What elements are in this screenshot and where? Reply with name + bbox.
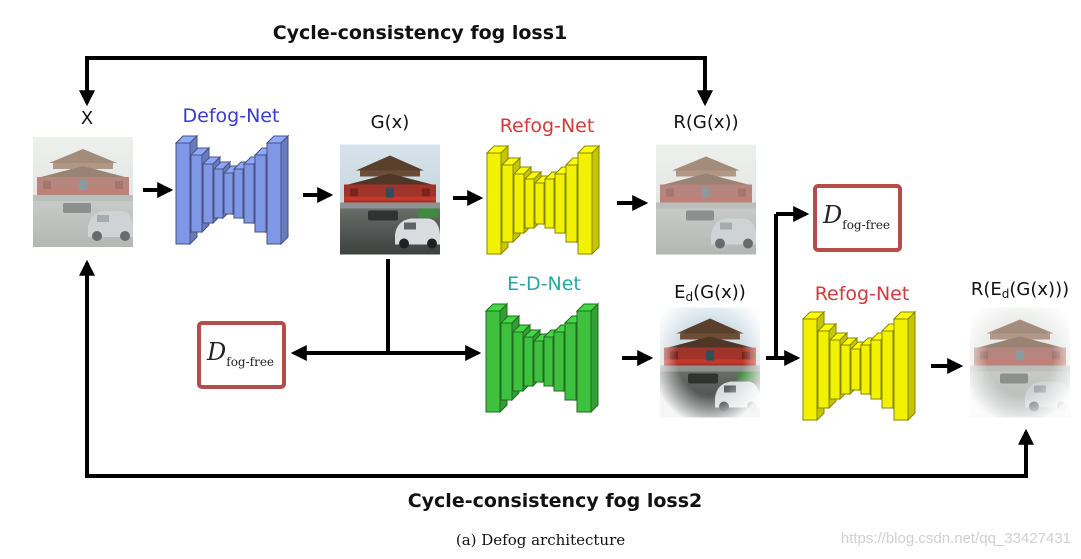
network-layer <box>860 344 871 395</box>
network-layer <box>565 164 578 243</box>
defog-net-label: Defog-Net <box>183 105 280 127</box>
network-layer <box>266 142 282 245</box>
cycle-loss2-label: Cycle-consistency fog loss2 <box>408 490 703 512</box>
network-layer <box>486 152 502 255</box>
refog-net-block-2 <box>801 310 917 422</box>
input-image-x <box>33 137 133 247</box>
network-layer-side <box>907 310 916 422</box>
network-layer <box>802 318 818 421</box>
network-layer <box>576 310 592 413</box>
network-layer <box>202 163 214 224</box>
network-layer <box>501 164 514 243</box>
network-layer <box>513 173 525 234</box>
network-layer <box>254 154 267 233</box>
network-layer <box>554 173 566 234</box>
output-image-redgx <box>970 305 1070 420</box>
refog-net-label-2: Refog-Net <box>815 283 910 305</box>
network-layer <box>893 318 909 421</box>
watermark-url: https://blog.csdn.net/qq_33427431 <box>840 530 1071 547</box>
discriminator-box-top: Dfog-free <box>813 184 902 252</box>
ed-net-label: E-D-Net <box>507 273 581 295</box>
edgx-label: Ed(G(x)) <box>674 282 746 304</box>
network-layer <box>175 142 191 245</box>
cycle-loss1-connector <box>79 56 713 107</box>
network-layer <box>543 336 554 387</box>
network-layer <box>840 344 851 395</box>
network-layer <box>881 330 894 409</box>
network-layer <box>223 172 234 215</box>
flow-arrows <box>143 182 964 374</box>
discriminator-box-left: Dfog-free <box>197 321 286 389</box>
network-layer-side <box>590 302 599 414</box>
gx-label: G(x) <box>371 112 410 133</box>
network-layer-side <box>280 134 289 246</box>
cycle-loss2-connector <box>79 259 1034 478</box>
network-layer <box>485 310 501 413</box>
network-layer <box>243 163 255 224</box>
svg-text:Dfog-free: Dfog-free <box>206 338 274 369</box>
network-layer <box>533 340 544 383</box>
network-layer <box>213 168 224 219</box>
network-layer <box>544 178 555 229</box>
network-layer <box>233 168 244 219</box>
network-layer <box>500 322 513 401</box>
redgx-label: R(Ed(G(x))) <box>971 279 1069 301</box>
network-layer <box>829 339 841 400</box>
network-layer-side <box>591 144 600 256</box>
ed-net-block <box>484 302 600 414</box>
refog-net-label-1: Refog-Net <box>500 115 595 137</box>
output-image-gx <box>340 144 440 255</box>
network-layer <box>534 182 545 225</box>
network-layer <box>870 339 882 400</box>
network-layer <box>817 330 830 409</box>
network-layer <box>564 322 577 401</box>
network-layer <box>524 178 535 229</box>
figure-caption: (a) Defog architecture <box>455 531 626 549</box>
network-layer <box>577 152 593 255</box>
network-layer <box>523 336 534 387</box>
network-layer <box>512 331 524 392</box>
defog-net-block <box>174 134 290 246</box>
svg-text:Dfog-free: Dfog-free <box>822 201 890 232</box>
output-image-rgx <box>656 144 756 255</box>
output-image-edgx <box>660 305 760 420</box>
network-layer <box>553 331 565 392</box>
refog-net-block-1 <box>485 144 601 256</box>
rgx-label: R(G(x)) <box>673 112 738 133</box>
x-label: X <box>81 108 93 129</box>
network-layer <box>850 348 861 391</box>
network-layer <box>190 154 203 233</box>
cycle-loss1-label: Cycle-consistency fog loss1 <box>273 22 568 44</box>
